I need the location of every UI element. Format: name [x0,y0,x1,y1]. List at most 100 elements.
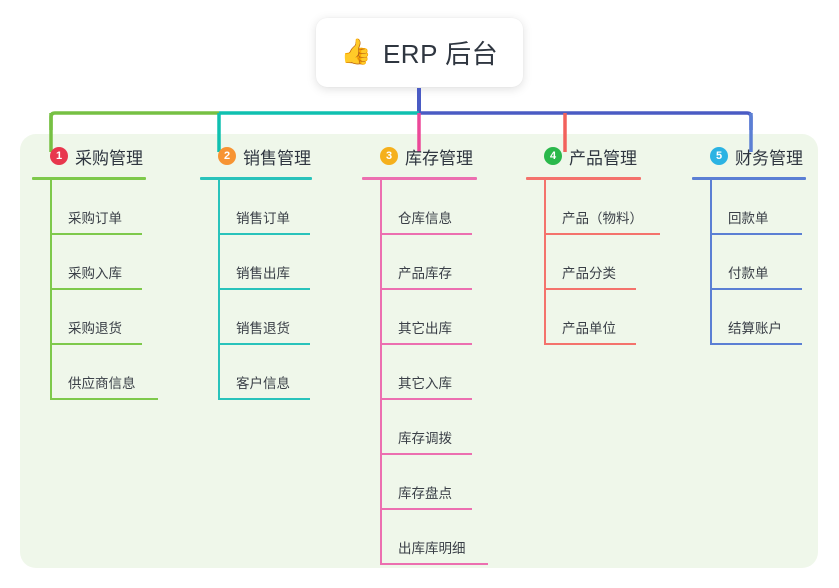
list-item-label: 付款单 [728,266,769,281]
list-item-underline [544,343,636,345]
branch-underline-4 [526,177,641,180]
list-item-underline [380,453,472,455]
branch-items-3: 仓库信息 产品库存 其它出库 其它入库 库存调拨 库存盘点 [362,180,507,565]
branch-items-1: 采购订单 采购入库 采购退货 供应商信息 [32,180,182,400]
list-item-underline [380,343,472,345]
list-item[interactable]: 采购入库 [32,235,182,290]
branch-underline-5 [692,177,806,180]
list-item[interactable]: 仓库信息 [362,180,507,235]
branch-number-badge-5: 5 [710,147,728,165]
list-item-label: 销售订单 [236,211,290,226]
list-item-underline [218,343,310,345]
list-item-underline [50,343,142,345]
branch-title-2: 销售管理 [243,148,311,168]
list-item[interactable]: 库存调拨 [362,400,507,455]
root-node-card[interactable]: 👍 ERP 后台 [316,18,523,87]
root-title: ERP 后台 [382,39,499,69]
list-item-underline [710,233,802,235]
list-item-underline [710,288,802,290]
list-item[interactable]: 其它入库 [362,345,507,400]
list-item-label: 出库库明细 [398,541,466,556]
list-item-label: 客户信息 [236,376,290,391]
list-item-underline [380,508,472,510]
list-item[interactable]: 采购退货 [32,290,182,345]
list-item-underline [218,233,310,235]
list-item-label: 库存盘点 [398,486,452,501]
list-item[interactable]: 销售出库 [200,235,340,290]
list-item-underline [710,343,802,345]
list-item-underline [544,233,660,235]
branch-column-3: 3 库存管理 仓库信息 产品库存 其它出库 其它入库 库存调拨 [362,144,507,565]
list-item-label: 采购退货 [68,321,122,336]
branch-items-2: 销售订单 销售出库 销售退货 客户信息 [200,180,340,400]
branch-number-badge-2: 2 [218,147,236,165]
list-item-underline [50,288,142,290]
branch-underline-1 [32,177,146,180]
branch-column-2: 2 销售管理 销售订单 销售出库 销售退货 客户信息 [200,144,340,400]
list-item[interactable]: 销售退货 [200,290,340,345]
list-item-label: 产品（物料） [562,211,643,226]
list-item-label: 采购订单 [68,211,122,226]
list-item-label: 产品库存 [398,266,452,281]
branch-title-1: 采购管理 [75,148,143,168]
list-item-label: 仓库信息 [398,211,452,226]
list-item-underline [380,563,488,565]
branch-column-5: 5 财务管理 回款单 付款单 结算账户 [692,144,818,345]
list-item-underline [380,288,472,290]
list-item[interactable]: 付款单 [692,235,818,290]
list-item[interactable]: 库存盘点 [362,455,507,510]
branch-number-badge-1: 1 [50,147,68,165]
list-item[interactable]: 其它出库 [362,290,507,345]
branch-underline-3 [362,177,477,180]
list-item-underline [380,233,472,235]
list-item-label: 销售出库 [236,266,290,281]
branch-spine-1 [50,180,52,400]
branch-spine-5 [710,180,712,345]
list-item-underline [50,233,142,235]
list-item-label: 产品单位 [562,321,616,336]
branch-items-4: 产品（物料） 产品分类 产品单位 [526,180,676,345]
branch-column-1: 1 采购管理 采购订单 采购入库 采购退货 供应商信息 [32,144,182,400]
branch-spine-2 [218,180,220,400]
branch-underline-2 [200,177,312,180]
branch-header-4[interactable]: 4 产品管理 [526,144,676,168]
list-item[interactable]: 结算账户 [692,290,818,345]
list-item-underline [50,398,158,400]
list-item-underline [218,288,310,290]
branch-title-4: 产品管理 [569,148,637,168]
list-item[interactable]: 产品（物料） [526,180,676,235]
list-item-label: 采购入库 [68,266,122,281]
branch-number-badge-3: 3 [380,147,398,165]
list-item-underline [218,398,310,400]
branch-header-2[interactable]: 2 销售管理 [200,144,340,168]
list-item-label: 产品分类 [562,266,616,281]
branch-header-1[interactable]: 1 采购管理 [32,144,182,168]
list-item[interactable]: 客户信息 [200,345,340,400]
branch-spine-4 [544,180,546,345]
branch-items-5: 回款单 付款单 结算账户 [692,180,818,345]
list-item-underline [380,398,472,400]
list-item-label: 供应商信息 [68,376,136,391]
list-item-label: 其它入库 [398,376,452,391]
list-item[interactable]: 采购订单 [32,180,182,235]
list-item[interactable]: 出库库明细 [362,510,507,565]
list-item[interactable]: 产品库存 [362,235,507,290]
list-item-label: 销售退货 [236,321,290,336]
list-item-underline [544,288,636,290]
branch-number-badge-4: 4 [544,147,562,165]
list-item[interactable]: 销售订单 [200,180,340,235]
branch-column-4: 4 产品管理 产品（物料） 产品分类 产品单位 [526,144,676,345]
list-item[interactable]: 产品分类 [526,235,676,290]
branches-panel [20,134,818,568]
branch-header-3[interactable]: 3 库存管理 [362,144,507,168]
list-item-label: 其它出库 [398,321,452,336]
list-item-label: 库存调拨 [398,431,452,446]
list-item[interactable]: 产品单位 [526,290,676,345]
branch-header-5[interactable]: 5 财务管理 [692,144,818,168]
branch-spine-3 [380,180,382,565]
list-item-label: 结算账户 [728,321,782,336]
list-item[interactable]: 回款单 [692,180,818,235]
branch-title-5: 财务管理 [735,148,803,168]
list-item[interactable]: 供应商信息 [32,345,182,400]
